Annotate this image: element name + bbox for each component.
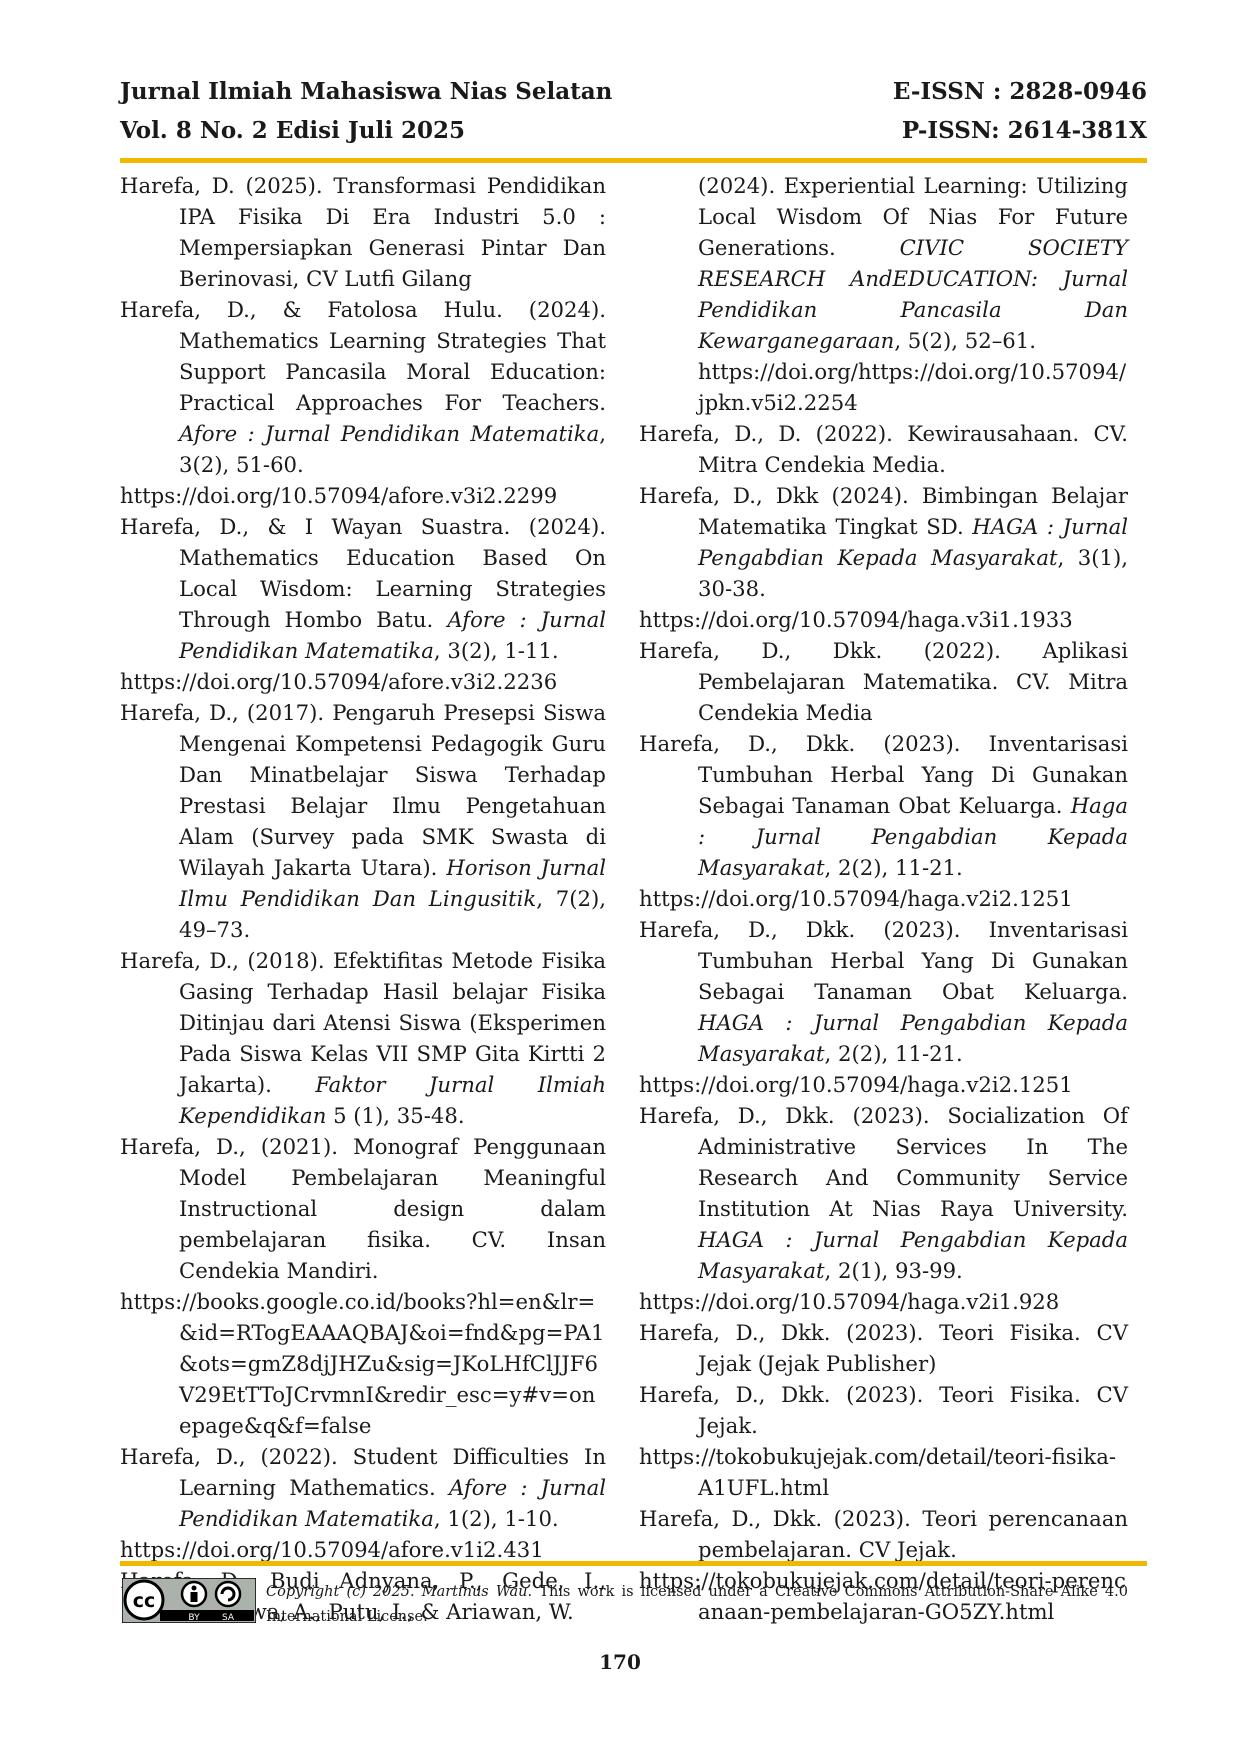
reference-text: , 7(2), 49–73.	[179, 886, 606, 942]
reference-entry: Harefa, D., Dkk. (2022). Aplikasi Pembel…	[639, 635, 1128, 728]
reference-journal: HAGA : Jurnal Pengabdian Kepada Masyarak…	[698, 1227, 1128, 1283]
journal-header-row1: Jurnal Ilmiah Mahasiswa Nias Selatan E-I…	[120, 78, 1147, 105]
reference-text: 5 (1), 35-48.	[326, 1103, 465, 1128]
reference-journal: Afore : Jurnal Pendidikan Matematika	[179, 1475, 607, 1531]
page-number: 170	[599, 1650, 641, 1674]
reference-text: , 3(2), 1-11.	[433, 638, 559, 663]
reference-entry: Harefa, D., (2017). Pengaruh Presepsi Si…	[120, 697, 606, 945]
reference-entry: Harefa, D., D. (2022). Kewirausahaan. CV…	[639, 418, 1128, 480]
reference-journal: HAGA : Jurnal Pengabdian Kepada Masyarak…	[698, 1010, 1128, 1066]
journal-header-row2: Vol. 8 No. 2 Edisi Juli 2025 P-ISSN: 261…	[120, 117, 1147, 144]
reference-entry: Harefa, D., (2018). Efektifitas Metode F…	[120, 945, 606, 1131]
reference-url[interactable]: https://doi.org/https://doi.org/10.57094…	[698, 359, 1127, 415]
reference-url[interactable]: https://tokobukujejak.com/detail/teori-f…	[639, 1444, 1117, 1500]
footer-divider	[120, 1561, 1147, 1566]
reference-text: Harefa, D., Dkk. (2023). Teori perencana…	[639, 1506, 1128, 1562]
reference-entry: Harefa, D., (2021). Monograf Penggunaan …	[120, 1131, 606, 1441]
reference-journal: Horison Jurnal Ilmu Pendidikan Dan Lingu…	[179, 855, 606, 911]
reference-text: Harefa, D., Dkk. (2023). Socialization O…	[639, 1103, 1128, 1221]
by-label: BY	[188, 1613, 200, 1623]
reference-url[interactable]: https://tokobukujejak.com/detail/teori-p…	[639, 1568, 1126, 1624]
reference-text: , 2(2), 11-21.	[824, 855, 963, 880]
references-left-column: Harefa, D. (2025). Transformasi Pendidik…	[120, 170, 606, 1627]
reference-url[interactable]: https://doi.org/10.57094/haga.v2i2.1251	[639, 1072, 1073, 1097]
reference-entry: Harefa, D., Dkk. (2023). Inventarisasi T…	[639, 728, 1128, 914]
reference-entry: Harefa, D. (2025). Transformasi Pendidik…	[120, 170, 606, 294]
header-divider	[120, 158, 1147, 163]
reference-text: Harefa, D., (2022). Student Difficulties…	[120, 1444, 606, 1500]
reference-entry: Harefa, D., Dkk. (2023). Teori Fisika. C…	[639, 1379, 1128, 1503]
reference-text: Harefa, D., Dkk. (2023). Inventarisasi T…	[639, 731, 1128, 818]
reference-text: Harefa, D., (2021). Monograf Penggunaan …	[120, 1134, 606, 1283]
reference-text: , 2(2), 11-21.	[824, 1041, 963, 1066]
journal-volume: Vol. 8 No. 2 Edisi Juli 2025	[120, 117, 465, 144]
eissn: E-ISSN : 2828-0946	[892, 78, 1147, 105]
reference-entry: Harefa, D., & I Wayan Suastra. (2024). M…	[120, 511, 606, 697]
journal-title: Jurnal Ilmiah Mahasiswa Nias Selatan	[120, 78, 613, 105]
reference-text: , 3(2), 51-60.	[179, 421, 606, 477]
sa-label: SA	[222, 1613, 235, 1623]
reference-url[interactable]: https://doi.org/10.57094/haga.v2i2.1251	[639, 886, 1073, 911]
reference-journal: CIVIC SOCIETY RESEARCH AndEDUCATION: Jur…	[698, 235, 1128, 353]
reference-url[interactable]: https://doi.org/10.57094/afore.v3i2.2299	[120, 483, 558, 508]
reference-entry: Harefa, D., Dkk (2024). Bimbingan Belaja…	[639, 480, 1128, 635]
reference-url[interactable]: https://doi.org/10.57094/afore.v1i2.431	[120, 1537, 544, 1562]
reference-url[interactable]: https://doi.org/10.57094/haga.v2i1.928	[639, 1289, 1060, 1314]
cc-by-sa-license-icon: cc BY SA	[122, 1578, 256, 1623]
reference-continuation: (2024). Experiential Learning: Utilizing…	[639, 170, 1128, 418]
reference-text: (2024). Experiential Learning: Utilizing…	[698, 173, 1128, 260]
reference-text: Harefa, D., & I Wayan Suastra. (2024). M…	[120, 514, 606, 632]
license-notice: Copyright (c) 2025. Martinus Wau. This w…	[266, 1580, 1128, 1630]
license-text: . This work is licensed under a Creative…	[266, 1584, 1128, 1625]
reference-text: , 3(1), 30-38.	[698, 545, 1128, 601]
reference-entry: Harefa, D., Dkk. (2023). Inventarisasi T…	[639, 914, 1128, 1100]
reference-entry: Harefa, D., Dkk. (2023). Teori perencana…	[639, 1503, 1128, 1627]
license-copyright: Copyright (c) 2025. Martinus Wau	[266, 1584, 528, 1600]
cc-label: cc	[133, 1590, 156, 1612]
reference-text: , 2(1), 93-99.	[824, 1258, 963, 1283]
reference-text: Harefa, D., Dkk. (2023). Teori Fisika. C…	[639, 1320, 1128, 1376]
reference-entry: Harefa, D., (2022). Student Difficulties…	[120, 1441, 606, 1565]
reference-text: Harefa, D., D. (2022). Kewirausahaan. CV…	[639, 421, 1128, 477]
reference-text: Harefa, D., & Fatolosa Hulu. (2024). Mat…	[120, 297, 606, 415]
reference-text: Harefa, D., (2017). Pengaruh Presepsi Si…	[120, 700, 606, 880]
reference-text: Harefa, D. (2025). Transformasi Pendidik…	[120, 173, 606, 291]
reference-entry: Harefa, D., Dkk. (2023). Socialization O…	[639, 1100, 1128, 1317]
reference-text: , 1(2), 1-10.	[433, 1506, 559, 1531]
reference-text: Harefa, D., Dkk (2024). Bimbingan Belaja…	[639, 483, 1128, 539]
reference-text: Harefa, D., Dkk. (2023). Inventarisasi T…	[639, 917, 1128, 1004]
reference-url[interactable]: https://doi.org/10.57094/haga.v3i1.1933	[639, 607, 1073, 632]
reference-entry: Harefa, D., Dkk. (2023). Teori Fisika. C…	[639, 1317, 1128, 1379]
reference-journal: Afore : Jurnal Pendidikan Matematika	[179, 607, 606, 663]
reference-entry: Harefa, D., & Fatolosa Hulu. (2024). Mat…	[120, 294, 606, 511]
pissn: P-ISSN: 2614-381X	[901, 117, 1147, 144]
reference-journal: Afore : Jurnal Pendidikan Matematika	[179, 421, 600, 446]
reference-journal: Haga : Jurnal Pengabdian Kepada Masyarak…	[698, 793, 1128, 880]
reference-url[interactable]: https://books.google.co.id/books?hl=en&l…	[120, 1289, 605, 1438]
reference-text: , 5(2), 52–61.	[894, 328, 1036, 353]
reference-journal: HAGA : Jurnal Pengabdian Kepada Masyarak…	[698, 514, 1128, 570]
reference-journal: Faktor Jurnal Ilmiah Kependidikan	[179, 1072, 607, 1128]
reference-text: Harefa, D., Dkk. (2023). Teori Fisika. C…	[639, 1382, 1128, 1438]
references-right-column: (2024). Experiential Learning: Utilizing…	[639, 170, 1128, 1627]
reference-text: Harefa, D., Dkk. (2022). Aplikasi Pembel…	[639, 638, 1128, 725]
reference-url[interactable]: https://doi.org/10.57094/afore.v3i2.2236	[120, 669, 558, 694]
reference-text: Harefa, D., (2018). Efektifitas Metode F…	[120, 948, 606, 1097]
